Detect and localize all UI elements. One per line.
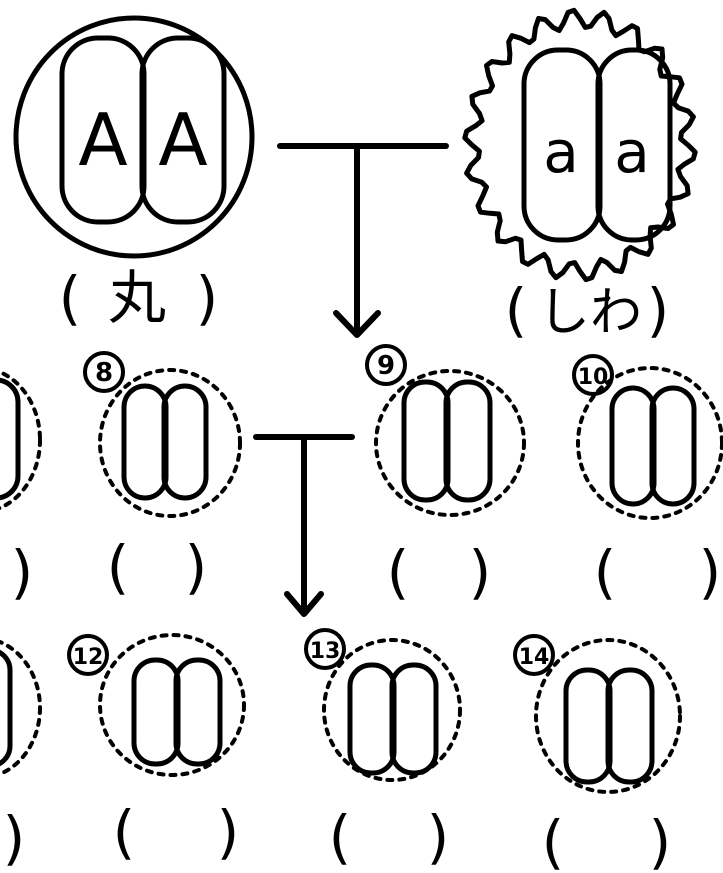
paren-open: ( — [113, 798, 136, 866]
offspring-layer: 8 () 9 () 10 () 12 () 13 () 14 () — [69, 346, 722, 873]
paren-close: ) — [185, 533, 208, 601]
paren-open: ( — [594, 538, 617, 606]
paren-close: ) — [699, 538, 722, 606]
phenotype-label-wrinkled: しわ — [538, 283, 642, 343]
offspring-item-14: 14 () — [515, 636, 680, 873]
offspring-number: 13 — [310, 639, 341, 664]
offspring-partial-row2: ) — [0, 638, 40, 872]
allele-A-1: A — [78, 98, 127, 182]
offspring-item-8: 8 () — [85, 353, 240, 601]
parent-round: A A ( 丸 ) — [16, 18, 252, 332]
phenotype-label-round: 丸 — [108, 264, 166, 332]
chromosome — [0, 380, 18, 498]
paren-open: ( — [329, 803, 352, 871]
offspring-partial-row1: ) — [0, 368, 40, 606]
parent-wrinkled: a a ( しわ ) — [465, 10, 695, 344]
chromosome-left — [124, 386, 166, 498]
paren-open: ( — [387, 538, 410, 606]
offspring-number: 14 — [519, 645, 550, 670]
offspring-item-13: 13 () — [306, 630, 460, 871]
paren-open: ( — [542, 808, 565, 873]
chromosome-left — [134, 660, 178, 764]
allele-a-1: a — [543, 118, 579, 186]
chromosome-right — [608, 670, 652, 782]
paren-close: ) — [196, 264, 219, 332]
cross-parents — [280, 146, 446, 335]
chromosome-right — [392, 665, 436, 773]
allele-A-2: A — [158, 98, 207, 182]
paren-close: ) — [217, 798, 240, 866]
chromosome-left — [566, 670, 610, 782]
chromosome-right — [164, 386, 206, 498]
paren-close: ) — [649, 808, 672, 873]
paren-open: ( — [107, 533, 130, 601]
allele-a-2: a — [614, 118, 650, 186]
paren-close: ) — [647, 276, 670, 344]
paren-close: ) — [3, 804, 26, 872]
chromosome-right — [176, 660, 220, 764]
chromosome-left — [612, 388, 654, 504]
cross-offspring — [256, 437, 352, 614]
paren-close: ) — [427, 803, 450, 871]
offspring-number: 9 — [377, 351, 395, 381]
paren-close: ) — [469, 538, 492, 606]
offspring-number: 8 — [95, 358, 113, 388]
paren-open: ( — [59, 264, 82, 332]
offspring-number: 10 — [578, 365, 609, 390]
chromosome-right — [652, 388, 694, 504]
chromosome-left — [404, 382, 448, 500]
chromosome-left — [350, 665, 394, 773]
chromosome-right — [446, 382, 490, 500]
offspring-number: 12 — [73, 645, 104, 670]
paren-open: ( — [505, 276, 528, 344]
offspring-item-9: 9 () — [367, 346, 524, 606]
chromosome — [0, 650, 10, 766]
offspring-item-12: 12 () — [69, 635, 244, 866]
offspring-item-10: 10 () — [574, 356, 722, 606]
paren-close: ) — [11, 538, 34, 606]
